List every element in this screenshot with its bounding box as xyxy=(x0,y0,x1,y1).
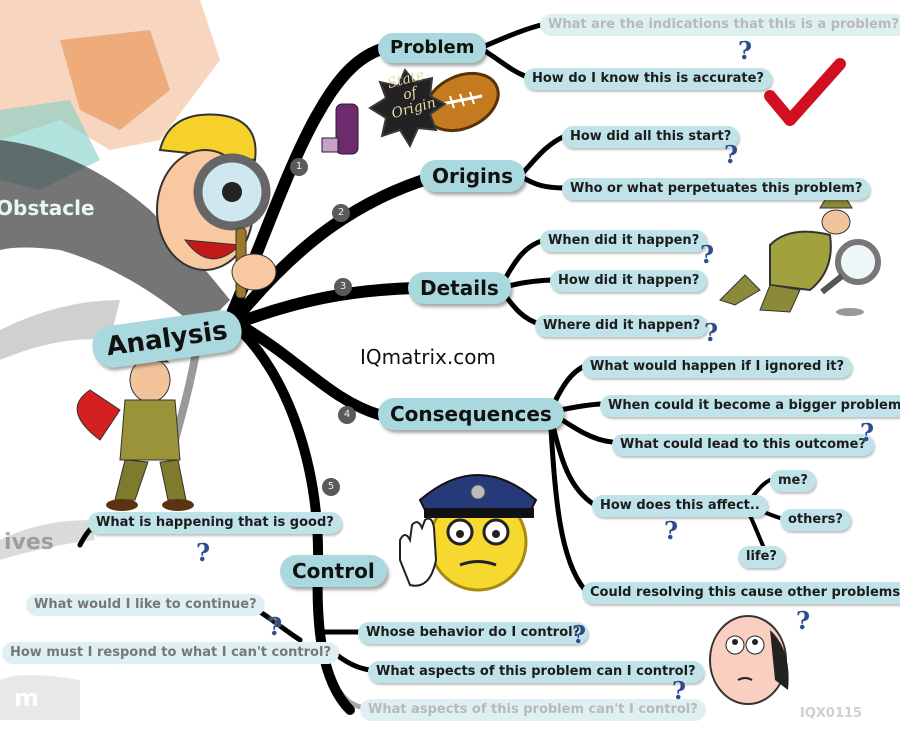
question-mark-icon: ? xyxy=(704,318,719,347)
policeman-emoji-icon xyxy=(399,474,538,592)
consequences-item-5[interactable]: Could resolving this cause other problem… xyxy=(582,582,900,604)
affect-me[interactable]: me? xyxy=(770,470,816,492)
branch-problem[interactable]: Problem xyxy=(378,33,487,63)
origins-item-1[interactable]: How did all this start? xyxy=(562,126,740,148)
superhero-icon xyxy=(76,352,194,511)
checkmark-icon xyxy=(764,58,846,126)
watermark: IQX0115 xyxy=(800,706,863,721)
branch-number-3: 3 xyxy=(334,278,352,296)
thinking-man-icon xyxy=(709,615,789,705)
details-item-1[interactable]: When did it happen? xyxy=(540,230,708,252)
branch-consequences[interactable]: Consequences xyxy=(378,398,564,430)
question-mark-icon: ? xyxy=(268,612,283,641)
question-mark-icon: ? xyxy=(796,606,811,635)
branch-origins[interactable]: Origins xyxy=(420,160,526,192)
problem-item-1[interactable]: What are the indications that this is a … xyxy=(540,14,900,36)
obstacle-fragment: Obstacle xyxy=(0,196,95,220)
control-left-item-1[interactable]: What would I like to continue? xyxy=(26,594,265,616)
control-item-3[interactable]: What aspects of this problem can't I con… xyxy=(360,699,706,721)
origins-item-2[interactable]: Who or what perpetuates this problem? xyxy=(562,178,871,200)
question-mark-icon: ? xyxy=(860,418,875,447)
positives-fragment: ives xyxy=(4,530,54,555)
website-label[interactable]: IQmatrix.com xyxy=(360,345,496,369)
consequences-item-3[interactable]: What could lead to this outcome? xyxy=(612,434,874,456)
consequences-item-2[interactable]: When could it become a bigger problem? xyxy=(600,395,900,417)
magnifier-kid-icon xyxy=(156,113,277,299)
control-item-2[interactable]: What aspects of this problem can I contr… xyxy=(368,661,704,683)
control-left-item-2[interactable]: How must I respond to what I can't contr… xyxy=(2,642,339,664)
detective-icon xyxy=(719,197,881,316)
question-mark-icon: ? xyxy=(196,538,211,567)
branch-number-1: 1 xyxy=(290,158,308,176)
consequences-item-4[interactable]: How does this affect.. xyxy=(592,495,768,517)
problem-item-2[interactable]: How do I know this is accurate? xyxy=(524,68,772,90)
branch-details[interactable]: Details xyxy=(408,272,511,304)
affect-life[interactable]: life? xyxy=(738,546,785,568)
branch-number-2: 2 xyxy=(332,204,350,222)
details-item-3[interactable]: Where did it happen? xyxy=(535,315,709,337)
question-mark-icon: ? xyxy=(700,240,715,269)
question-mark-icon: ? xyxy=(664,516,679,545)
control-item-1[interactable]: Whose behavior do I control? xyxy=(358,622,589,644)
details-item-2[interactable]: How did it happen? xyxy=(550,270,708,292)
branch-control[interactable]: Control xyxy=(280,555,387,587)
question-mark-icon: ? xyxy=(724,140,739,169)
branch-number-5: 5 xyxy=(322,478,340,496)
consequences-item-1[interactable]: What would happen if I ignored it? xyxy=(582,356,853,378)
state-of-origin-badge xyxy=(321,68,447,155)
branch-number-4: 4 xyxy=(338,406,356,424)
question-mark-icon: ? xyxy=(572,620,587,649)
positives-item-1[interactable]: What is happening that is good? xyxy=(88,512,342,534)
affect-others[interactable]: others? xyxy=(780,509,851,531)
question-mark-icon: ? xyxy=(738,36,753,65)
bottom-left-fragment: m xyxy=(14,684,40,712)
question-mark-icon: ? xyxy=(672,676,687,705)
